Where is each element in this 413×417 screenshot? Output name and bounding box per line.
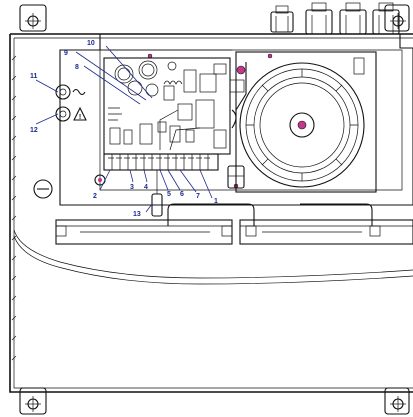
indicator-warning (55, 106, 71, 122)
callout-7: 7 (196, 193, 200, 200)
battery-link-cable (167, 203, 373, 226)
cable-gland-4 (372, 2, 400, 35)
cable-gland-1 (270, 5, 294, 33)
callout-2: 2 (93, 193, 97, 200)
fuse-holder (151, 170, 163, 217)
callout-1: 1 (214, 198, 218, 205)
callout-3: 3 (130, 184, 134, 191)
callout-labels: 10 9 8 11 12 2 3 4 5 6 7 1 13 (30, 40, 218, 218)
mounting-lug-top-left (19, 4, 47, 32)
callout-4: 4 (144, 184, 148, 191)
mains-fuse-cap (33, 179, 53, 199)
battery-left (55, 219, 233, 245)
warning-exclamation: ! (79, 114, 81, 121)
callout-11: 11 (30, 73, 38, 80)
mounting-lug-top-right (384, 4, 410, 32)
warning-triangle-icon: ! (73, 106, 87, 121)
leader-lines (35, 45, 213, 213)
indicator-ac (55, 84, 71, 100)
cable-gland-2 (305, 2, 333, 35)
callout-9: 9 (64, 50, 68, 57)
callout-5: 5 (167, 191, 171, 198)
callout-10: 10 (87, 40, 95, 47)
cable-gland-3 (339, 2, 367, 35)
callout-12: 12 (30, 127, 38, 134)
terminal-block (103, 153, 219, 171)
callout-13: 13 (133, 211, 141, 218)
callout-8: 8 (75, 64, 79, 71)
enclosure-body (9, 33, 413, 393)
battery-right (239, 219, 413, 245)
toroidal-transformer (229, 51, 377, 193)
callout-6: 6 (180, 191, 184, 198)
pcb-board (103, 57, 231, 155)
ac-symbol-icon (72, 88, 86, 96)
